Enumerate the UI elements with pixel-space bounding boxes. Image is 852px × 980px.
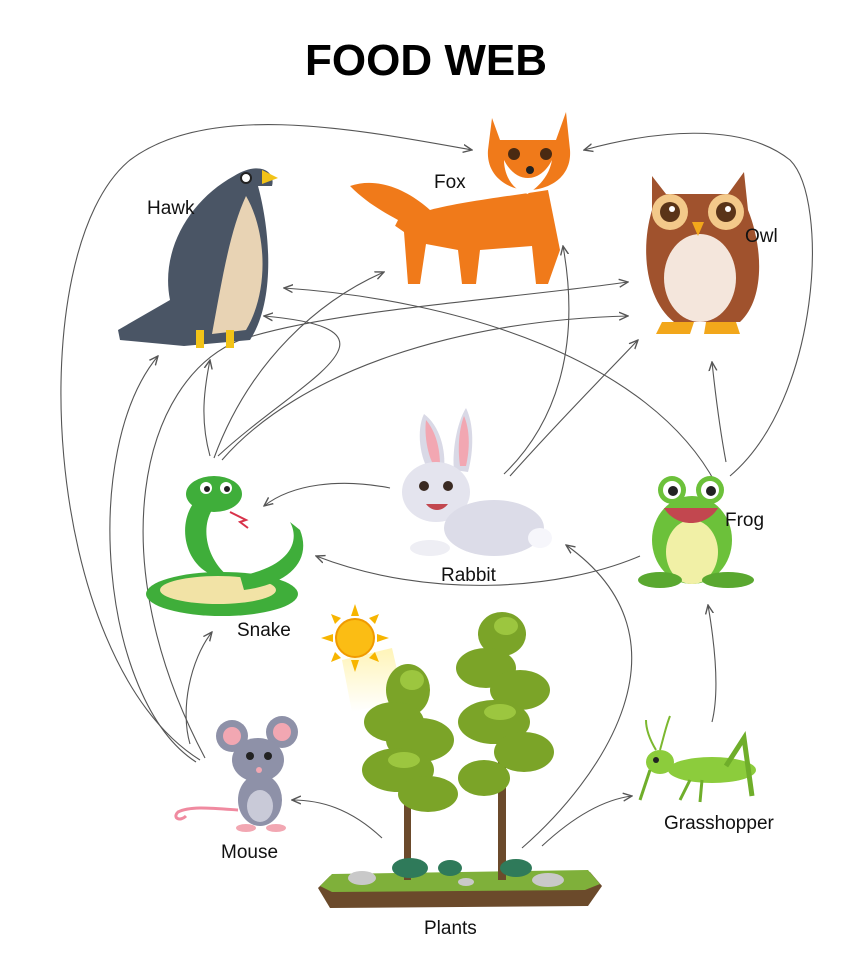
rabbit-icon bbox=[402, 408, 552, 556]
arrow-rabbit-snake bbox=[264, 482, 391, 506]
arrow-mouse-fox bbox=[60, 124, 472, 761]
arrow-rabbit-owl bbox=[509, 340, 638, 477]
arrow-frog-hawk bbox=[284, 288, 717, 485]
grasshopper-icon bbox=[638, 715, 756, 803]
arrow-frog-snake bbox=[316, 556, 641, 586]
arrow-mouse-snake bbox=[185, 632, 212, 745]
grasshopper-label: Grasshopper bbox=[664, 813, 774, 834]
plants-icon bbox=[318, 612, 602, 908]
fox-icon bbox=[350, 112, 571, 284]
arrow-frog-owl bbox=[712, 362, 727, 463]
plants-label: Plants bbox=[424, 918, 477, 939]
mouse-icon bbox=[174, 716, 298, 832]
arrow-plants-grasshopper bbox=[541, 796, 632, 847]
snake-label: Snake bbox=[237, 620, 291, 641]
frog-label: Frog bbox=[725, 510, 765, 531]
frog-icon bbox=[638, 476, 754, 588]
hawk-icon bbox=[118, 168, 278, 348]
mouse-label: Mouse bbox=[221, 842, 279, 863]
arrow-snake-hawk-2 bbox=[217, 316, 341, 457]
fox-label: Fox bbox=[434, 172, 466, 193]
diagram-title: FOOD WEB bbox=[305, 36, 547, 85]
arrow-frog-fox bbox=[584, 132, 813, 477]
arrow-mouse-hawk bbox=[109, 356, 197, 763]
arrow-snake-fox bbox=[213, 272, 384, 459]
owl-label: Owl bbox=[745, 226, 778, 247]
arrow-plants-rabbit bbox=[521, 545, 633, 849]
arrow-rabbit-fox bbox=[503, 246, 570, 475]
hawk-label: Hawk bbox=[147, 198, 195, 219]
owl-icon bbox=[646, 172, 760, 334]
snake-icon bbox=[146, 476, 304, 616]
arrow-plants-mouse bbox=[292, 800, 383, 839]
arrow-snake-owl bbox=[221, 316, 628, 461]
rabbit-label: Rabbit bbox=[441, 565, 496, 586]
arrow-grasshopper-frog bbox=[708, 605, 717, 723]
arrow-snake-hawk bbox=[203, 360, 210, 457]
